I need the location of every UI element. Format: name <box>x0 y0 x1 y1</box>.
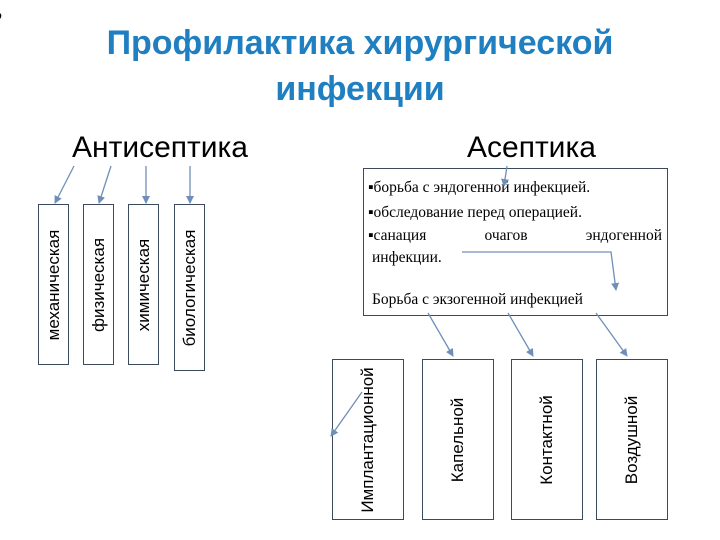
arrow-to-airborne <box>595 312 628 357</box>
antiseptic-box-mechanical: механическая <box>38 204 69 365</box>
exogenous-heading: Борьба с экзогенной инфекцией <box>372 291 583 308</box>
square-bullet-icon: ▪ <box>368 204 374 221</box>
antiseptic-box-physical: физическая <box>83 204 114 365</box>
aseptic-item-sanitation: ▪санация очагов эндогенной <box>368 227 662 245</box>
aseptic-item-examination: ▪обследование перед операцией. <box>368 204 582 222</box>
page-title: Профилактика хирургической инфекции <box>106 24 614 108</box>
antiseptics-heading: Антисептика <box>72 131 248 164</box>
aseptic-word: санация <box>373 227 427 244</box>
aseptic-word: эндогенной <box>585 227 662 244</box>
aseptic-item-endogenous: ▪борьба с эндогенной инфекцией. <box>368 179 590 197</box>
antiseptic-box-chemical: химическая <box>128 204 159 365</box>
arrow-to-contact <box>507 312 534 357</box>
square-bullet-icon: ▪ <box>368 227 374 244</box>
arrow-to-aseptics-box <box>501 165 509 187</box>
arrow-to-droplet <box>427 312 454 357</box>
arrow-to-implantation <box>330 391 363 437</box>
arrow-to-physical <box>97 165 112 204</box>
aseptic-item-sanitation-cont: инфекции. <box>372 249 442 266</box>
aseptic-item-text: обследование перед операцией. <box>373 204 582 221</box>
exogenous-box-implantation: Имплантационной <box>332 359 404 520</box>
arrow-to-exogenous <box>462 251 620 291</box>
antiseptic-box-biological: биологическая <box>174 204 205 371</box>
aseptic-word: очагов <box>484 227 528 244</box>
arrow-to-mechanical <box>54 165 75 204</box>
exogenous-box-droplet: Капельной <box>422 359 494 520</box>
exogenous-box-contact: Контактной <box>511 359 583 520</box>
aseptics-heading: Асептика <box>467 131 596 164</box>
aseptic-item-text: борьба с эндогенной инфекцией. <box>373 179 591 196</box>
bullet-icon: • <box>0 0 3 34</box>
exogenous-box-airborne: Воздушной <box>596 359 668 520</box>
aseptics-textbox: ▪борьба с эндогенной инфекцией. ▪обследо… <box>363 168 668 316</box>
square-bullet-icon: ▪ <box>368 179 374 196</box>
